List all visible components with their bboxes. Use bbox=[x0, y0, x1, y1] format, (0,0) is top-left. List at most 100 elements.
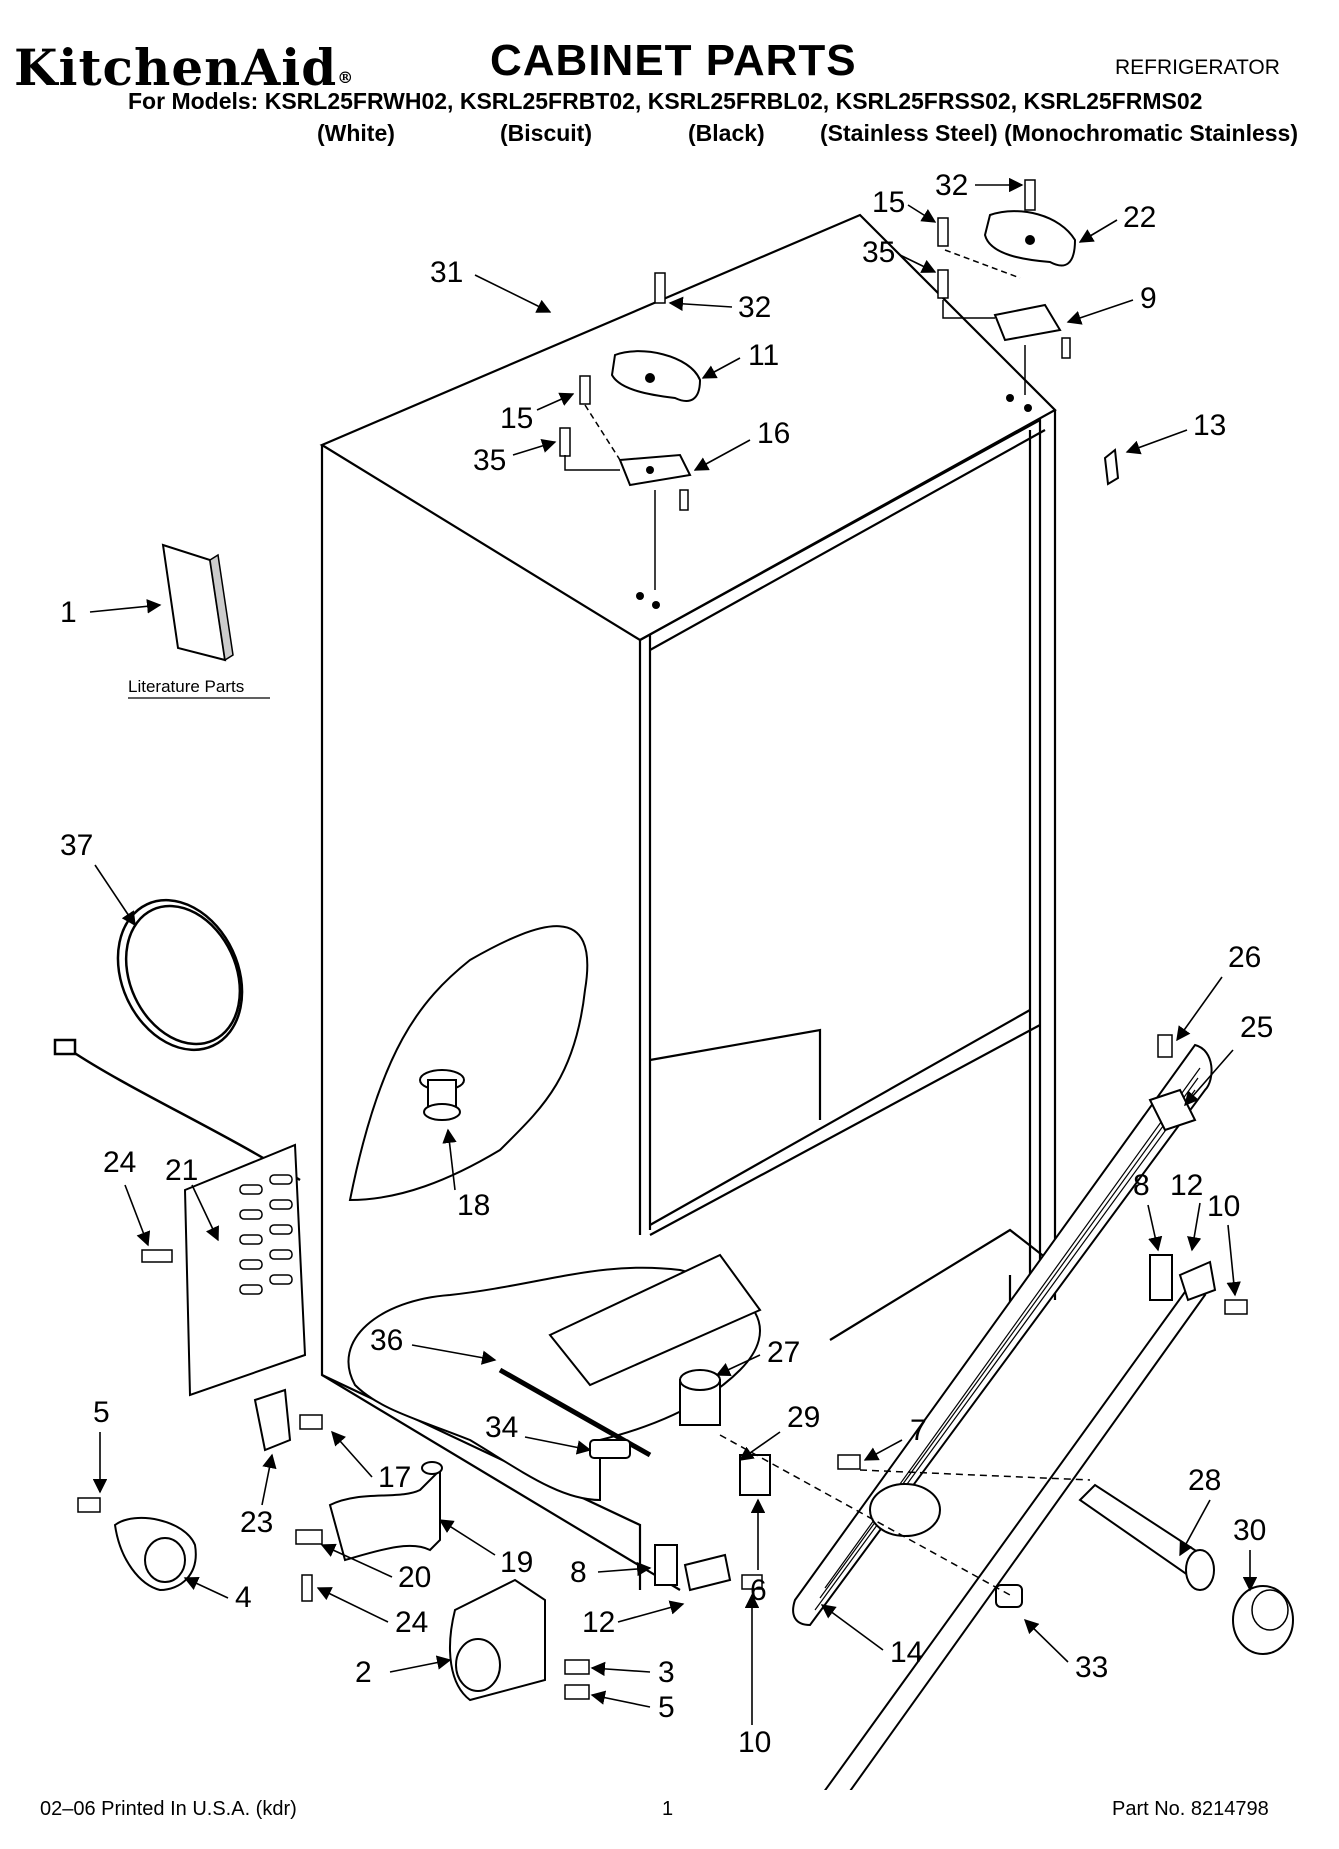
callout-label: 14 bbox=[890, 1636, 923, 1669]
callout-label: 8 bbox=[1133, 1169, 1150, 1202]
toe-grille bbox=[792, 1043, 1213, 1790]
callout-label: 7 bbox=[910, 1414, 927, 1447]
callout-23: 23 bbox=[240, 1453, 277, 1539]
callout-16: 16 bbox=[693, 417, 790, 471]
filter-housing bbox=[548, 1253, 762, 1426]
callout-8b: 8 bbox=[1133, 1169, 1163, 1252]
callout-label: 35 bbox=[473, 444, 506, 477]
callout-label: 11 bbox=[748, 339, 779, 372]
callout-label: 32 bbox=[935, 169, 968, 202]
callout-28: 28 bbox=[1179, 1464, 1221, 1557]
tube-connector bbox=[995, 1584, 1023, 1608]
callout-6: 6 bbox=[750, 1498, 767, 1607]
callout-27: 27 bbox=[715, 1336, 800, 1377]
exploded-parts-diagram: Literature Parts bbox=[53, 169, 1294, 1790]
callout-29: 29 bbox=[738, 1401, 820, 1461]
callout-label: 10 bbox=[1207, 1190, 1240, 1223]
callout-label: 37 bbox=[60, 829, 93, 862]
callout-13: 13 bbox=[1125, 409, 1226, 455]
callout-label: 16 bbox=[757, 417, 790, 450]
callout-7: 7 bbox=[863, 1414, 927, 1461]
callout-11: 11 bbox=[701, 339, 779, 379]
callout-label: 4 bbox=[235, 1581, 252, 1614]
callout-label: 23 bbox=[240, 1506, 273, 1539]
variant-stainless: (Stainless Steel) (Monochromatic Stainle… bbox=[820, 120, 1299, 146]
callout-36: 36 bbox=[370, 1324, 497, 1365]
callouts: 1 2 3 4 5 5 6 7 8 8 9 10 10 11 12 12 13 … bbox=[60, 169, 1273, 1759]
callout-5b: 5 bbox=[590, 1690, 675, 1724]
callout-label: 13 bbox=[1193, 409, 1226, 442]
callout-1: 1 bbox=[60, 596, 162, 629]
callout-label: 18 bbox=[457, 1189, 490, 1222]
variant-biscuit: (Biscuit) bbox=[500, 120, 592, 146]
callout-32a: 32 bbox=[668, 291, 771, 324]
callout-15b: 15 bbox=[872, 186, 937, 223]
callout-10a: 10 bbox=[738, 1593, 771, 1759]
callout-label: 30 bbox=[1233, 1514, 1266, 1547]
callout-label: 28 bbox=[1188, 1464, 1221, 1497]
rear-access-panel bbox=[141, 1143, 307, 1397]
callout-label: 8 bbox=[570, 1556, 587, 1589]
callout-14: 14 bbox=[820, 1604, 923, 1669]
callout-label: 29 bbox=[787, 1401, 820, 1434]
literature-parts: Literature Parts bbox=[128, 543, 270, 699]
callout-label: 21 bbox=[165, 1154, 198, 1187]
callout-35b: 35 bbox=[862, 236, 937, 273]
drain-hose bbox=[328, 1461, 443, 1562]
callout-3: 3 bbox=[590, 1656, 675, 1689]
callout-label: 35 bbox=[862, 236, 895, 269]
callout-label: 10 bbox=[738, 1726, 771, 1759]
callout-31: 31 bbox=[430, 256, 552, 313]
models-line: For Models: KSRL25FRWH02, KSRL25FRBT02, … bbox=[128, 88, 1203, 114]
clamp-and-bracket bbox=[253, 1388, 323, 1602]
callout-10b: 10 bbox=[1207, 1190, 1241, 1297]
callout-25: 25 bbox=[1184, 1011, 1273, 1107]
callout-label: 32 bbox=[738, 291, 771, 324]
callout-9: 9 bbox=[1066, 282, 1157, 325]
page-number: 1 bbox=[662, 1798, 674, 1820]
callout-30: 30 bbox=[1233, 1514, 1266, 1592]
door-stop bbox=[1103, 448, 1120, 486]
leveling-leg-front-left bbox=[77, 1497, 197, 1592]
callout-label: 36 bbox=[370, 1324, 403, 1357]
callout-33: 33 bbox=[1023, 1618, 1108, 1684]
print-info: 02–06 Printed In U.S.A. (kdr) bbox=[40, 1798, 297, 1820]
callout-label: 5 bbox=[93, 1396, 110, 1429]
callout-label: 12 bbox=[582, 1606, 615, 1639]
callout-label: 9 bbox=[1140, 282, 1157, 315]
callout-37: 37 bbox=[60, 829, 136, 927]
callout-34: 34 bbox=[485, 1411, 592, 1455]
callout-12b: 12 bbox=[1170, 1169, 1203, 1252]
callout-21: 21 bbox=[165, 1154, 219, 1242]
callout-15a: 15 bbox=[500, 392, 575, 435]
callout-4: 4 bbox=[183, 1576, 252, 1614]
callout-22: 22 bbox=[1078, 201, 1156, 243]
callout-32b: 32 bbox=[935, 169, 1024, 202]
guide-lines bbox=[719, 1434, 1091, 1596]
callout-label: 5 bbox=[658, 1691, 675, 1724]
brand-logo: KitchenAid® bbox=[14, 38, 354, 97]
callout-label: 31 bbox=[430, 256, 463, 289]
hinge-bracket-bottom-center bbox=[654, 1454, 861, 1592]
callout-17: 17 bbox=[331, 1430, 411, 1494]
hinge-bracket-bottom-right bbox=[1148, 1034, 1248, 1315]
callout-label: 12 bbox=[1170, 1169, 1203, 1202]
cabinet-cutaway bbox=[348, 925, 589, 1202]
callout-5a: 5 bbox=[92, 1396, 110, 1494]
callout-18: 18 bbox=[442, 1128, 490, 1222]
callout-8a: 8 bbox=[570, 1556, 652, 1589]
callout-19: 19 bbox=[438, 1519, 533, 1579]
callout-24a: 24 bbox=[103, 1146, 151, 1247]
plug-grommet bbox=[419, 1069, 465, 1121]
page-title: CABINET PARTS bbox=[490, 36, 857, 85]
callout-label: 3 bbox=[658, 1656, 675, 1689]
top-hinge-right bbox=[937, 217, 1071, 412]
callout-label: 2 bbox=[355, 1656, 372, 1689]
callout-2: 2 bbox=[355, 1655, 452, 1689]
callout-label: 17 bbox=[378, 1461, 411, 1494]
callout-35a: 35 bbox=[473, 438, 557, 477]
callout-label: 25 bbox=[1240, 1011, 1273, 1044]
callout-26: 26 bbox=[1176, 941, 1261, 1042]
callout-label: 24 bbox=[103, 1146, 136, 1179]
top-hinge-left bbox=[559, 375, 692, 609]
